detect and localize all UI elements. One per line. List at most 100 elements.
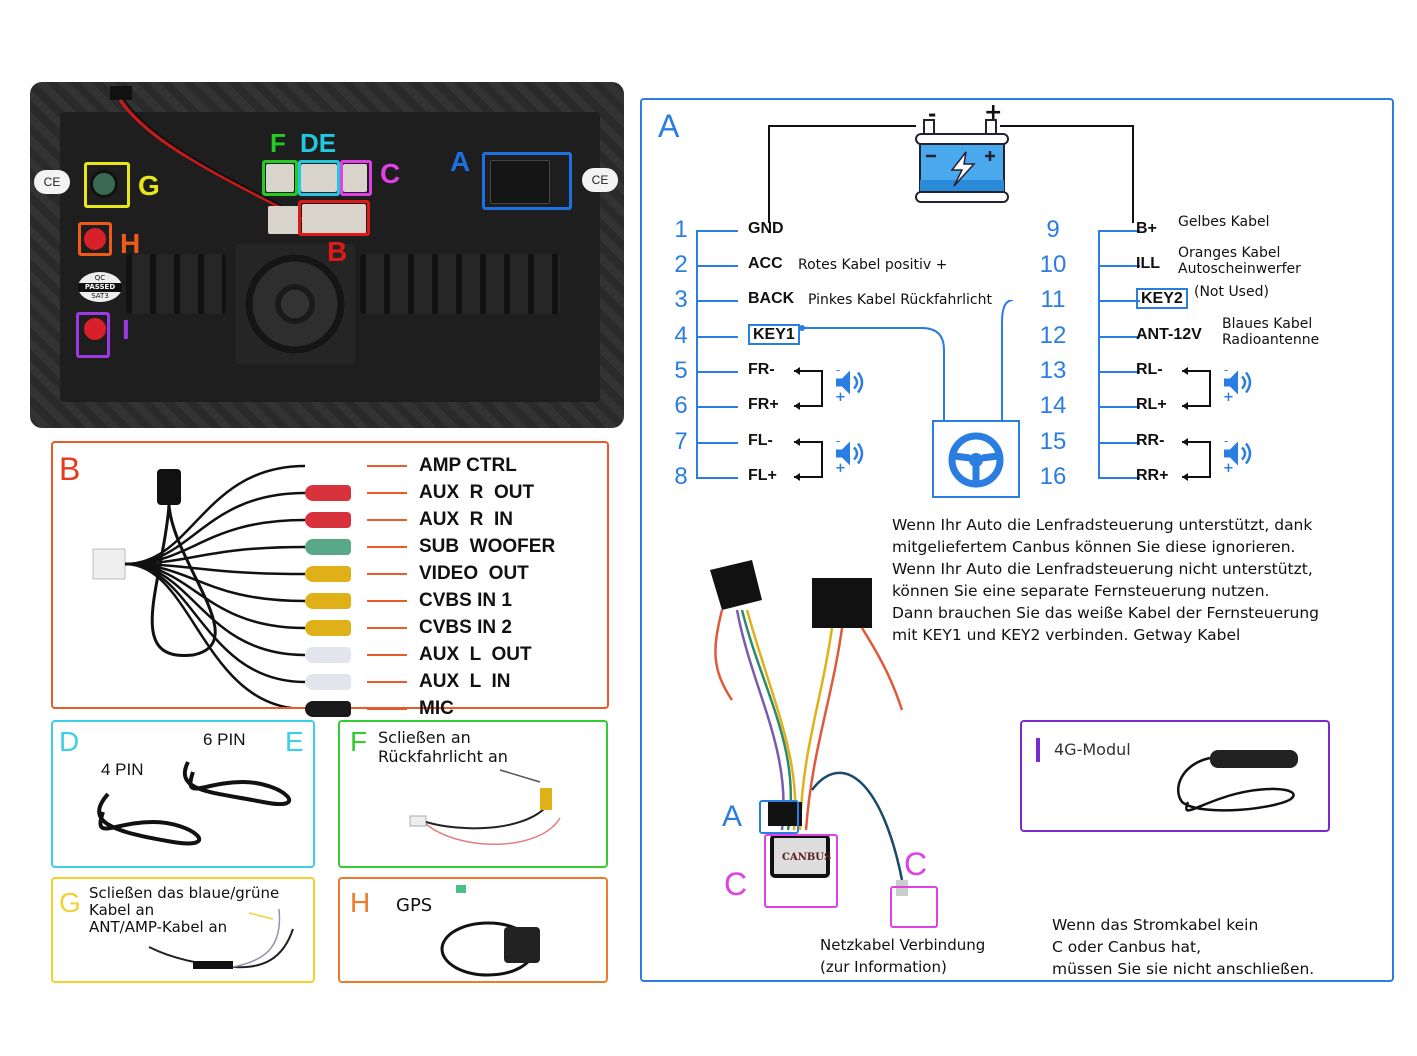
pin-description-line1: Gelbes Kabel (1178, 214, 1270, 230)
pin-name-text: ANT-12V (1136, 326, 1202, 343)
sat-text: SAT3 (91, 292, 109, 300)
harness-cables (92, 464, 306, 707)
speaker-plus: + (835, 390, 846, 405)
reverse-cable-image (409, 769, 561, 846)
rca-plug (305, 674, 351, 690)
speaker-bracket (794, 367, 864, 410)
highlight-c (340, 160, 372, 196)
rca-label: SUB WOOFER (419, 536, 556, 557)
4g-antenna-image (1177, 750, 1298, 812)
pin-connector-line (696, 265, 738, 267)
rca-plug (305, 701, 351, 717)
net-caption-line1: Netzkabel Verbindung (820, 936, 986, 954)
pin-description: Rotes Kabel positiv + (798, 257, 948, 273)
battery-minus: - (928, 102, 937, 126)
harness-c-left-label: C (724, 866, 748, 902)
4g-socket (84, 318, 106, 340)
panel-g-text: Scließen das blaue/grüne Kabel an ANT/AM… (89, 885, 279, 936)
vent-right (360, 254, 560, 314)
note-line: Wenn Ihr Auto die Lenfradsteuerung unter… (892, 516, 1313, 534)
pin-name: B+ (1136, 220, 1157, 238)
rca-label: CVBS IN 2 (419, 617, 512, 638)
pin-description-line1: (Not Used) (1194, 284, 1269, 300)
panel-e-letter: E (285, 726, 304, 757)
label-4-pin: 4 PIN (101, 760, 144, 779)
pin-name: FL- (748, 432, 773, 450)
highlight-g (84, 162, 130, 208)
panel-g-text-line3: ANT/AMP-Kabel an (89, 918, 228, 936)
pin-name: ACC (748, 255, 783, 273)
pin-description-line2: Autoscheinwerfer (1178, 261, 1301, 277)
note-line: Wenn das Stromkabel kein (1052, 916, 1259, 934)
speaker-plus: + (1223, 461, 1234, 476)
pin-connector-line (696, 230, 738, 232)
pin-name: RL+ (1136, 396, 1167, 414)
leader-line (367, 519, 407, 521)
pin-name: RL- (1136, 361, 1163, 379)
pin-connector-line (1098, 336, 1140, 338)
pin-connector-line (696, 477, 738, 479)
pin-number: 13 (1039, 357, 1067, 384)
pin-connector-line (1098, 406, 1140, 408)
pin-number: 4 (674, 322, 688, 349)
pin-connector-line (696, 442, 738, 444)
pin-connector-line (1098, 265, 1140, 267)
speaker-minus: - (836, 363, 841, 377)
speaker-minus: - (836, 434, 841, 448)
connector-f (266, 164, 294, 192)
panel-g-text-line1: Scließen das blaue/grüne (89, 884, 280, 902)
pin-name-text: GND (748, 220, 784, 237)
panel-f-text-line2: Rückfahrlicht an (378, 747, 508, 766)
rca-plug (305, 539, 351, 555)
callout-g: G (138, 170, 160, 201)
pin-description: Pinkes Kabel Rückfahrlicht (808, 292, 992, 308)
pin-number: 12 (1039, 322, 1067, 349)
pin-number: 15 (1039, 428, 1067, 455)
pin-description: (Not Used) (1194, 284, 1269, 300)
callout-h: H (120, 228, 141, 259)
rca-plug (305, 512, 351, 528)
panel-b-letter: B (59, 451, 81, 487)
pin-name-text: FL+ (748, 467, 777, 484)
speaker-plus: + (1223, 390, 1234, 405)
pin-name: KEY1 (748, 324, 800, 345)
steering-wires (799, 300, 1014, 420)
label-6-pin: 6 PIN (203, 730, 246, 749)
pin-name-text: RR- (1136, 432, 1165, 449)
callout-c: C (380, 158, 401, 189)
pin-name-text: B+ (1136, 220, 1157, 237)
pin-name: RR- (1136, 432, 1164, 450)
module-4g-label: 4G-Modul (1054, 740, 1131, 759)
pin-name-text: FR+ (748, 396, 779, 413)
panel-de-pin-cables: D E 6 PIN 4 PIN (51, 720, 315, 868)
module-4g-letter (1036, 738, 1040, 762)
harness-a-label: A (722, 800, 743, 833)
note-line: müssen Sie sie nicht anschließen. (1052, 960, 1315, 978)
pin-name: FR- (748, 361, 775, 379)
callout-f: F (270, 128, 286, 158)
rca-plug (305, 620, 351, 636)
canbus-label: CANBUS (782, 852, 832, 863)
panel-g-letter: G (59, 887, 81, 918)
panel-g-text-line2: Kabel an (89, 901, 155, 919)
pin-number: 11 (1040, 286, 1066, 313)
panel-h-letter: H (350, 887, 371, 918)
diagram-a-letter: A (658, 108, 680, 144)
callout-i: I (122, 314, 130, 345)
panel-f-letter: F (350, 726, 368, 757)
pin-name: FR+ (748, 396, 779, 414)
canbus-highlight (764, 834, 838, 908)
rca-label: AUX R OUT (419, 482, 535, 503)
module-4g-box: 4G-Modul (1020, 720, 1330, 832)
rca-label: AUX L OUT (419, 644, 532, 665)
callout-de: DE (300, 128, 337, 158)
note-line: können Sie eine separate Fernsteuerung n… (892, 582, 1270, 600)
gps-antenna-image (440, 885, 540, 977)
pin-number: 6 (674, 392, 688, 419)
leader-line (367, 492, 407, 494)
pin-name-text: FR- (748, 361, 775, 378)
pin-connector-line (696, 406, 738, 408)
